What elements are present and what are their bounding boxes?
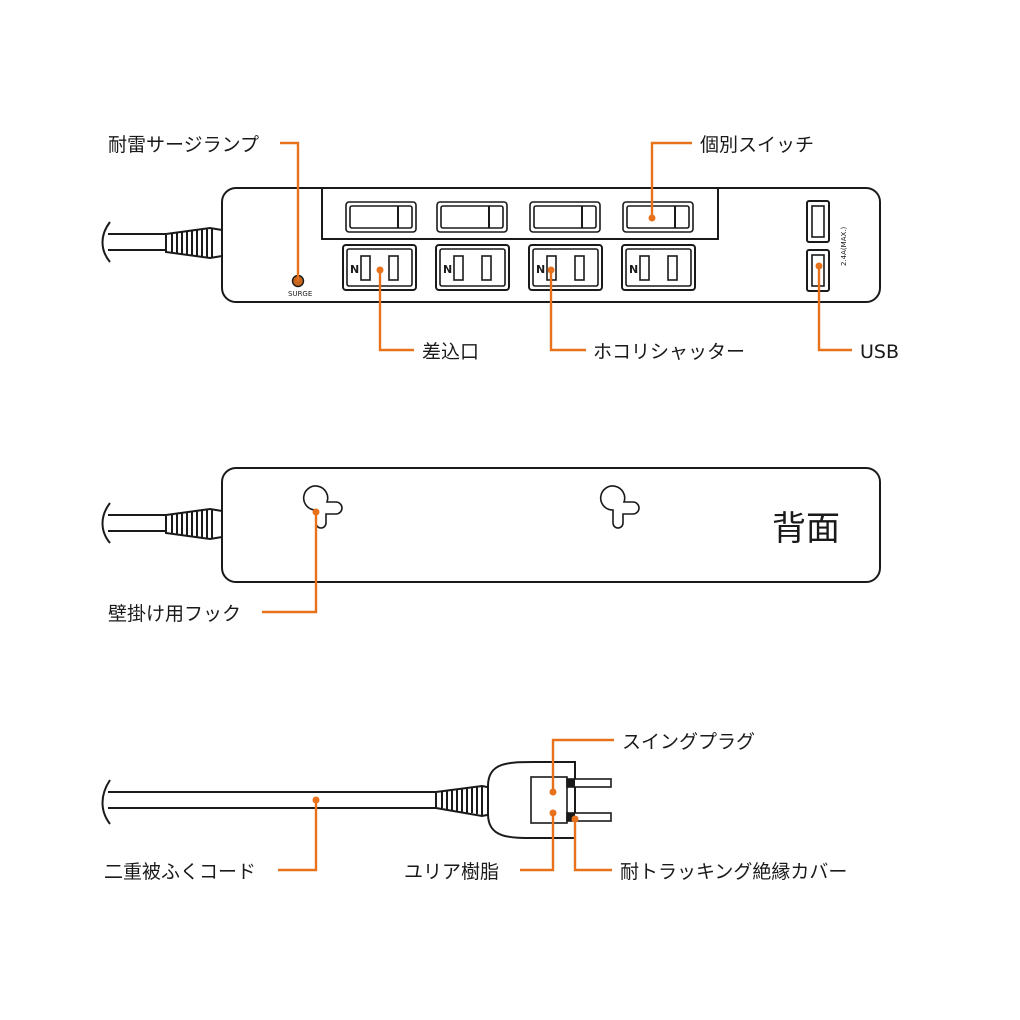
usb-rating: 2.4A(MAX.)	[840, 226, 848, 266]
back-view: 背面 壁掛け用フック	[101, 467, 881, 625]
leader-swing-plug: スイングプラグ	[549, 731, 755, 796]
label-double-cord: 二重被ふくコード	[104, 861, 256, 883]
back-view-title: 背面	[772, 509, 840, 549]
label-tracking-cover: 耐トラッキング絶縁カバー	[620, 861, 847, 883]
outlet: N	[435, 244, 510, 291]
back-strip-body	[221, 467, 881, 583]
rocker-switch	[529, 201, 601, 233]
leader-surge-lamp: 耐雷サージランプ	[108, 134, 300, 281]
plug-prongs	[566, 778, 612, 822]
keyhole-hook	[599, 485, 640, 529]
leader-urea-resin: ユリア樹脂	[404, 809, 557, 883]
label-outlet: 差込口	[422, 341, 479, 363]
top-cord	[101, 221, 168, 263]
leader-double-cord: 二重被ふくコード	[104, 796, 320, 883]
leader-tracking-cover: 耐トラッキング絶縁カバー	[571, 815, 847, 883]
back-strain-relief	[165, 507, 223, 541]
label-swing-plug: スイングプラグ	[622, 731, 755, 753]
keyhole-hook	[302, 485, 343, 529]
leader-wall-hook: 壁掛け用フック	[108, 508, 320, 625]
neutral-mark: N	[629, 263, 638, 276]
label-urea-resin: ユリア樹脂	[404, 861, 499, 883]
surge-text: SURGE	[288, 290, 312, 298]
outlet: N	[621, 244, 696, 291]
leader-usb: USB	[815, 262, 899, 363]
top-strain-relief	[165, 226, 223, 260]
usb-port	[806, 200, 830, 243]
leader-individual-switch: 個別スイッチ	[648, 134, 814, 222]
back-cord	[101, 502, 168, 544]
neutral-mark: N	[443, 263, 452, 276]
rocker-switch	[622, 201, 694, 233]
plug-strain-relief	[435, 784, 493, 818]
label-dust-shutter: ホコリシャッター	[593, 341, 745, 363]
label-individual-switch: 個別スイッチ	[700, 134, 814, 156]
label-usb: USB	[860, 341, 899, 363]
label-surge-lamp: 耐雷サージランプ	[108, 134, 259, 156]
plug-view: スイングプラグ 二重被ふくコード ユリア樹脂 耐トラッキング絶縁カバー	[101, 731, 847, 883]
top-view: N N N N	[101, 134, 899, 363]
neutral-mark: N	[350, 263, 359, 276]
outlet: N	[528, 244, 603, 291]
neutral-mark: N	[536, 263, 545, 276]
leader-dust-shutter: ホコリシャッター	[547, 266, 745, 363]
plug-cord	[101, 779, 438, 825]
plug-insulation	[530, 776, 568, 824]
label-wall-hook: 壁掛け用フック	[108, 603, 241, 625]
leader-outlet: 差込口	[376, 266, 479, 363]
rocker-switch	[345, 201, 417, 233]
rocker-switch	[436, 201, 508, 233]
